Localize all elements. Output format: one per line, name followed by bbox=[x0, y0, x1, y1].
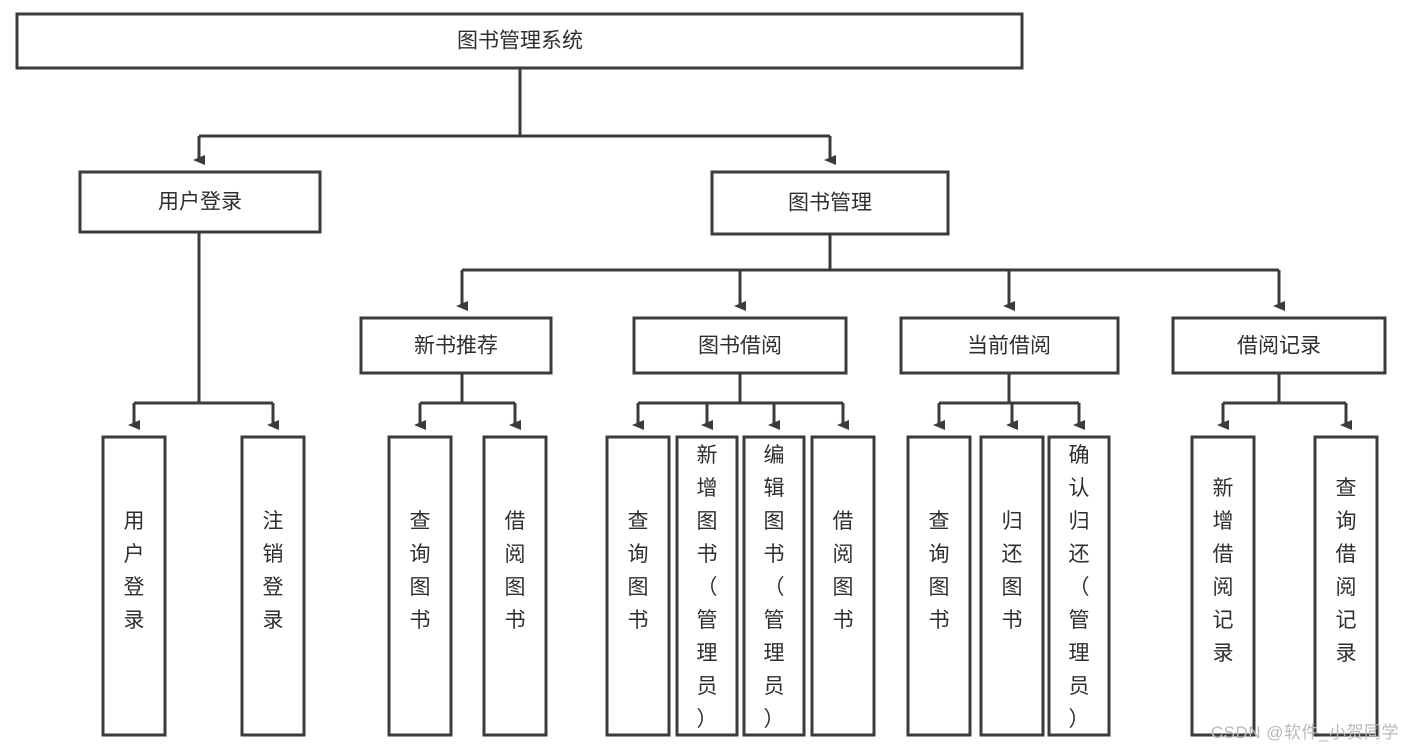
node-current-borrow-label: 当前借阅 bbox=[967, 335, 1051, 358]
node-book-management[interactable]: 图书管理 bbox=[710, 170, 950, 236]
leaf-borrow-book-1[interactable]: 借阅图书 bbox=[482, 435, 548, 737]
leaf-edit-book-box[interactable] bbox=[742, 435, 806, 737]
leaf-query-book-3-box[interactable] bbox=[906, 435, 972, 737]
connectors-newbook-to-leaves bbox=[414, 373, 521, 430]
connectors-bookborrow-to-leaves bbox=[632, 373, 849, 430]
connectors-currentborrow-to-leaves bbox=[933, 373, 1085, 430]
leaf-query-book-2[interactable]: 查询图书 bbox=[605, 435, 671, 737]
leaf-borrow-book-1-label: 借阅图书 bbox=[505, 510, 526, 632]
node-new-book-recommend-box[interactable] bbox=[359, 316, 553, 375]
leaf-edit-book[interactable]: 编辑图书（管理员） bbox=[742, 435, 806, 737]
leaf-query-record[interactable]: 查询借阅记录 bbox=[1313, 435, 1379, 737]
node-borrow-record-box[interactable] bbox=[1171, 316, 1387, 375]
leaf-logout-login-label: 注销登录 bbox=[263, 510, 284, 632]
node-root-box[interactable] bbox=[15, 12, 1024, 70]
leaf-return-book-label: 归还图书 bbox=[1002, 510, 1023, 632]
node-user-login-label: 用户登录 bbox=[158, 191, 242, 214]
leaf-add-record-box[interactable] bbox=[1190, 435, 1256, 737]
node-borrow-record[interactable]: 借阅记录 bbox=[1171, 316, 1387, 375]
node-current-borrow[interactable]: 当前借阅 bbox=[899, 316, 1120, 375]
leaf-edit-book-label: 编辑图书（管理员） bbox=[764, 444, 785, 731]
csdn-watermark: CSDN @软件_小贺同学 bbox=[1210, 723, 1399, 742]
node-root[interactable]: 图书管理系统 bbox=[15, 12, 1024, 70]
leaf-return-book[interactable]: 归还图书 bbox=[979, 435, 1045, 737]
leaf-query-book-2-box[interactable] bbox=[605, 435, 671, 737]
leaf-add-book-box[interactable] bbox=[675, 435, 739, 737]
leaf-borrow-book-2-box[interactable] bbox=[810, 435, 876, 737]
leaf-query-book-3[interactable]: 查询图书 bbox=[906, 435, 972, 737]
leaf-confirm-return-label: 确认归还（管理员） bbox=[1069, 444, 1090, 731]
leaf-query-book-1-box[interactable] bbox=[387, 435, 453, 737]
node-current-borrow-box[interactable] bbox=[899, 316, 1120, 375]
node-book-management-label: 图书管理 bbox=[788, 192, 872, 215]
leaf-user-login[interactable]: 用户登录 bbox=[101, 435, 167, 737]
connectors-bookmgmt-to-level3 bbox=[456, 234, 1285, 311]
leaf-query-book-2-label: 查询图书 bbox=[628, 510, 649, 632]
node-book-management-box[interactable] bbox=[710, 170, 950, 236]
leaf-query-book-1-label: 查询图书 bbox=[410, 510, 431, 632]
leaf-confirm-return-box[interactable] bbox=[1047, 435, 1111, 737]
leaf-add-record[interactable]: 新增借阅记录 bbox=[1190, 435, 1256, 737]
node-root-label: 图书管理系统 bbox=[457, 30, 583, 53]
connectors-userlogin-to-leaves bbox=[128, 232, 279, 430]
connectors-borrowrecord-to-leaves bbox=[1217, 373, 1352, 430]
leaf-query-record-box[interactable] bbox=[1313, 435, 1379, 737]
leaf-user-login-box[interactable] bbox=[101, 435, 167, 737]
leaf-query-book-3-label: 查询图书 bbox=[929, 510, 950, 632]
leaf-add-book[interactable]: 新增图书（管理员） bbox=[675, 435, 739, 737]
leaf-return-book-box[interactable] bbox=[979, 435, 1045, 737]
node-book-borrow-label: 图书借阅 bbox=[698, 335, 782, 358]
leaf-logout-login-box[interactable] bbox=[240, 435, 306, 737]
leaf-query-book-1[interactable]: 查询图书 bbox=[387, 435, 453, 737]
leaf-borrow-book-2[interactable]: 借阅图书 bbox=[810, 435, 876, 737]
connectors-root-to-level2 bbox=[193, 68, 836, 165]
node-new-book-recommend[interactable]: 新书推荐 bbox=[359, 316, 553, 375]
node-user-login-box[interactable] bbox=[78, 170, 322, 234]
leaf-add-book-label: 新增图书（管理员） bbox=[697, 444, 718, 731]
leaf-borrow-book-2-label: 借阅图书 bbox=[833, 510, 854, 632]
leaf-logout-login[interactable]: 注销登录 bbox=[240, 435, 306, 737]
leaf-user-login-label: 用户登录 bbox=[124, 510, 145, 632]
leaf-confirm-return[interactable]: 确认归还（管理员） bbox=[1047, 435, 1111, 737]
leaf-add-record-label: 新增借阅记录 bbox=[1213, 477, 1234, 665]
node-new-book-recommend-label: 新书推荐 bbox=[414, 335, 498, 358]
node-book-borrow-box[interactable] bbox=[632, 316, 848, 375]
leaf-borrow-book-1-box[interactable] bbox=[482, 435, 548, 737]
node-borrow-record-label: 借阅记录 bbox=[1237, 335, 1321, 358]
node-user-login[interactable]: 用户登录 bbox=[78, 170, 322, 234]
leaf-query-record-label: 查询借阅记录 bbox=[1336, 477, 1357, 665]
node-book-borrow[interactable]: 图书借阅 bbox=[632, 316, 848, 375]
